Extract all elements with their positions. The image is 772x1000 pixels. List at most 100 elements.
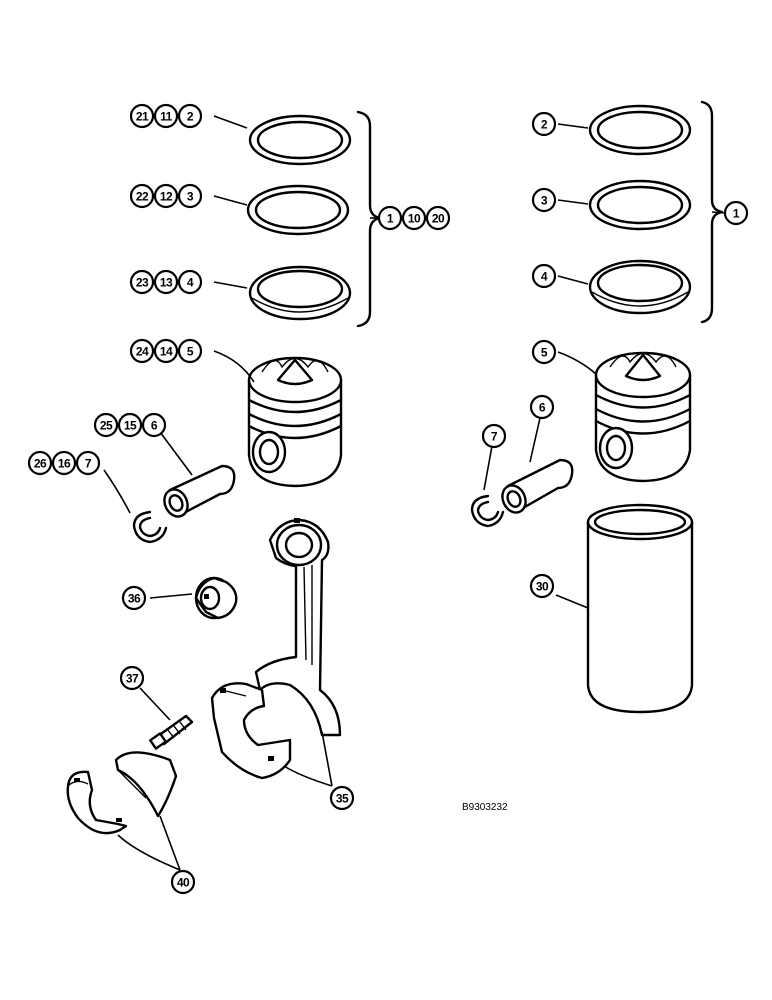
cylinder-liner bbox=[586, 503, 694, 714]
callout-label: 3 bbox=[187, 190, 194, 204]
callout-label: 7 bbox=[85, 457, 92, 471]
callout-circle bbox=[153, 338, 179, 364]
callout-bearing: 40 bbox=[170, 869, 196, 895]
right-ring-1 bbox=[588, 104, 692, 156]
right-snap-ring bbox=[470, 494, 505, 528]
callout-bolt: 37 bbox=[119, 665, 145, 691]
callout-circle bbox=[51, 450, 77, 476]
right-ring-2 bbox=[588, 179, 692, 231]
callout-label: 6 bbox=[151, 419, 158, 433]
right-ringset-brace bbox=[700, 100, 724, 324]
left-ring-3 bbox=[248, 265, 352, 321]
callout-circle bbox=[121, 585, 147, 611]
callout-label: 35 bbox=[336, 792, 349, 806]
small-end-bushing bbox=[194, 576, 238, 620]
callout-circle bbox=[177, 103, 203, 129]
left-piston-pin bbox=[163, 464, 236, 518]
callout-circle bbox=[129, 269, 155, 295]
callout-label: 4 bbox=[541, 270, 548, 284]
callout-circle bbox=[170, 869, 196, 895]
callout-circle bbox=[177, 338, 203, 364]
callout-label: 1 bbox=[387, 212, 394, 226]
callout-label: 22 bbox=[136, 190, 149, 204]
callout-label: 37 bbox=[126, 672, 139, 686]
callout-label: 1 bbox=[733, 207, 740, 221]
callout-circle bbox=[153, 269, 179, 295]
callout-label: 3 bbox=[541, 194, 548, 208]
callout-circle bbox=[141, 412, 167, 438]
callout-bushing: 36 bbox=[121, 585, 147, 611]
callout-circle bbox=[425, 205, 451, 231]
callout-label: 11 bbox=[160, 110, 173, 124]
callout-circle bbox=[93, 412, 119, 438]
callout-label: 5 bbox=[541, 346, 548, 360]
callout-circle bbox=[529, 573, 555, 599]
right-ring-3 bbox=[588, 259, 692, 315]
callout-label: 10 bbox=[408, 212, 421, 226]
callout-circle bbox=[377, 205, 403, 231]
callout-right-ring2: 3 bbox=[531, 187, 557, 213]
callout-label: 4 bbox=[187, 276, 194, 290]
callout-label: 14 bbox=[160, 345, 173, 359]
callout-circle bbox=[177, 183, 203, 209]
callout-left-ring3: 23 13 4 bbox=[129, 269, 203, 295]
callout-left-ring1: 21 11 2 bbox=[129, 103, 203, 129]
callout-circle bbox=[177, 269, 203, 295]
left-ring-1 bbox=[248, 114, 352, 166]
callout-label: 36 bbox=[128, 592, 141, 606]
callout-circle bbox=[75, 450, 101, 476]
callout-liner: 30 bbox=[529, 573, 555, 599]
callout-circle bbox=[531, 339, 557, 365]
callout-circle bbox=[329, 785, 355, 811]
callout-label: 13 bbox=[160, 276, 173, 290]
callout-label: 5 bbox=[187, 345, 194, 359]
callout-left-piston: 24 14 5 bbox=[129, 338, 203, 364]
callout-label: 15 bbox=[124, 419, 137, 433]
callout-label: 7 bbox=[491, 430, 498, 444]
left-snap-ring bbox=[132, 510, 168, 544]
callout-circle bbox=[129, 183, 155, 209]
callout-left-pin: 25 15 6 bbox=[93, 412, 167, 438]
callout-circle bbox=[401, 205, 427, 231]
callout-right-ring3: 4 bbox=[531, 263, 557, 289]
callout-circle bbox=[129, 103, 155, 129]
callout-label: 6 bbox=[539, 401, 546, 415]
callout-label: 2 bbox=[187, 110, 194, 124]
callout-label: 26 bbox=[34, 457, 47, 471]
callout-circle bbox=[531, 187, 557, 213]
callout-circle bbox=[529, 394, 555, 420]
callout-label: 30 bbox=[536, 580, 549, 594]
callout-circle bbox=[117, 412, 143, 438]
callout-circle bbox=[119, 665, 145, 691]
rod-cap bbox=[210, 682, 292, 780]
callout-label: 25 bbox=[100, 419, 113, 433]
callout-label: 24 bbox=[136, 345, 149, 359]
right-piston bbox=[594, 351, 692, 483]
callout-circle bbox=[153, 183, 179, 209]
callout-circle bbox=[531, 263, 557, 289]
callout-right-piston: 5 bbox=[531, 339, 557, 365]
callout-circle bbox=[481, 423, 507, 449]
bearing-shells bbox=[66, 751, 178, 835]
rod-bolt bbox=[149, 714, 194, 750]
callout-right-pin: 6 bbox=[529, 394, 555, 420]
callout-label: 2 bbox=[541, 118, 548, 132]
callout-circle bbox=[153, 103, 179, 129]
callout-circle bbox=[531, 111, 557, 137]
callout-right-ringset: 1 bbox=[723, 200, 749, 226]
reference-code: B9303232 bbox=[462, 802, 508, 813]
right-piston-pin bbox=[501, 458, 574, 514]
left-ringset-brace bbox=[356, 110, 382, 328]
callout-label: 20 bbox=[432, 212, 445, 226]
callout-right-ring1: 2 bbox=[531, 111, 557, 137]
left-piston bbox=[247, 356, 343, 488]
callout-label: 23 bbox=[136, 276, 149, 290]
callout-label: 21 bbox=[136, 110, 149, 124]
callout-circle bbox=[27, 450, 53, 476]
leader-lines bbox=[103, 115, 725, 871]
